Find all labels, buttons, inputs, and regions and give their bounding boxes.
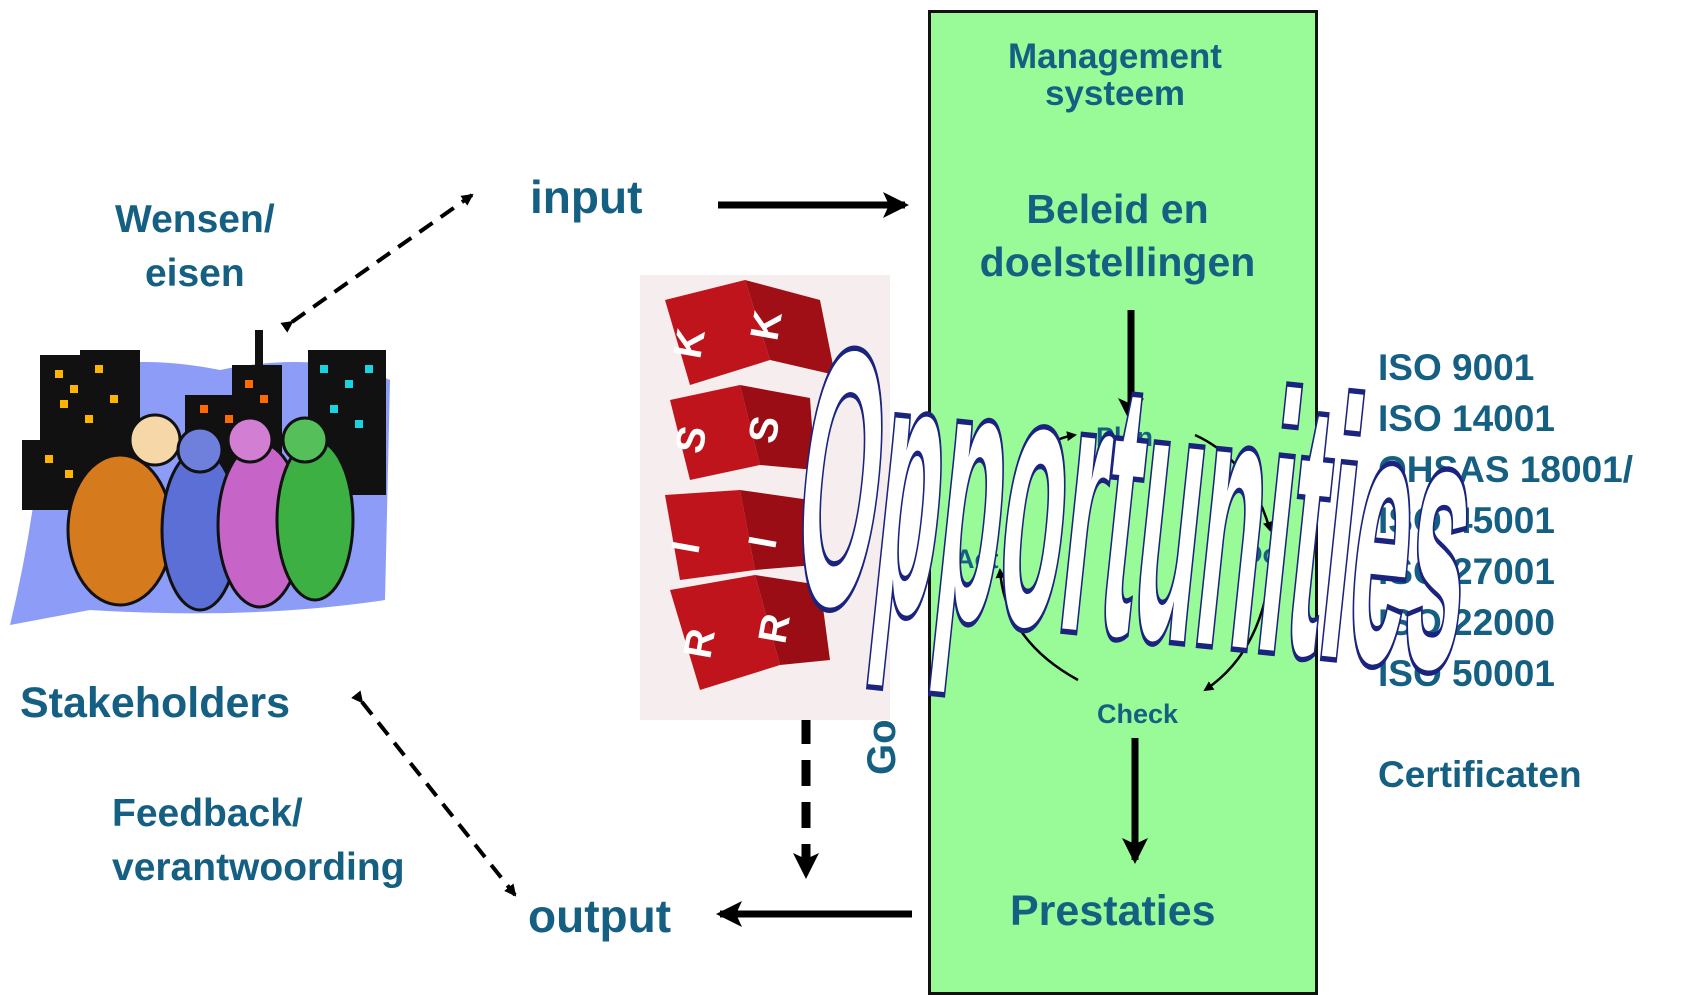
- pdca-do-label: Do: [1243, 539, 1279, 569]
- pdca-plan-label: Plan: [1096, 422, 1154, 452]
- opportunities-wordart-text: Opportunities: [781, 272, 1490, 749]
- iso-standard-item: ISO 9001: [1378, 347, 1535, 388]
- iso-standard-item: ISO 45001: [1378, 500, 1555, 541]
- policy-label-line1: Beleid en: [1026, 186, 1209, 232]
- management-system-title-line1: Management: [1008, 37, 1222, 76]
- input-label: input: [530, 171, 643, 223]
- feedback-label-line2: verantwoording: [112, 845, 405, 889]
- policy-label: Beleid en doelstellingen: [950, 183, 1285, 290]
- management-system-title: Management systeem: [985, 38, 1245, 113]
- risk-dice-image: K K S S I I R R: [640, 275, 890, 720]
- performance-label: Prestaties: [1010, 887, 1216, 935]
- stakeholders-clipart: [10, 330, 390, 625]
- pdca-act-label: Act: [955, 544, 999, 574]
- iso-standard-item: OHSAS 18001/: [1378, 449, 1634, 490]
- iso-standard-item: ISO 50001: [1378, 653, 1555, 694]
- iso-standard-item: ISO 14001: [1378, 398, 1555, 439]
- management-system-box: [928, 10, 1318, 995]
- certificates-label: Certificaten: [1378, 754, 1582, 795]
- policy-label-line2: doelstellingen: [979, 239, 1256, 286]
- stakeholders-label: Stakeholders: [20, 679, 291, 727]
- wishes-arrow: [280, 193, 474, 333]
- feedback-label-line1: Feedback/: [112, 792, 303, 835]
- iso-standards-list: ISO 9001 ISO 14001 OHSAS 18001/ ISO 4500…: [1378, 342, 1633, 699]
- pdca-check-label: Check: [1097, 699, 1179, 729]
- wishes-label: Wensen/ eisen: [115, 193, 275, 301]
- output-label: output: [528, 890, 672, 942]
- iso-standard-item: ISO 22000: [1378, 602, 1555, 643]
- pdca-cycle: [995, 431, 1273, 692]
- wishes-label-line2: eisen: [144, 251, 245, 295]
- feedback-label: Feedback/ verantwoording: [112, 787, 405, 895]
- iso-standard-item: ISO 27001: [1378, 551, 1555, 592]
- wishes-label-line1: Wensen/: [115, 198, 275, 241]
- management-system-title-line2: systeem: [1044, 74, 1186, 114]
- feedback-arrow: [351, 690, 517, 897]
